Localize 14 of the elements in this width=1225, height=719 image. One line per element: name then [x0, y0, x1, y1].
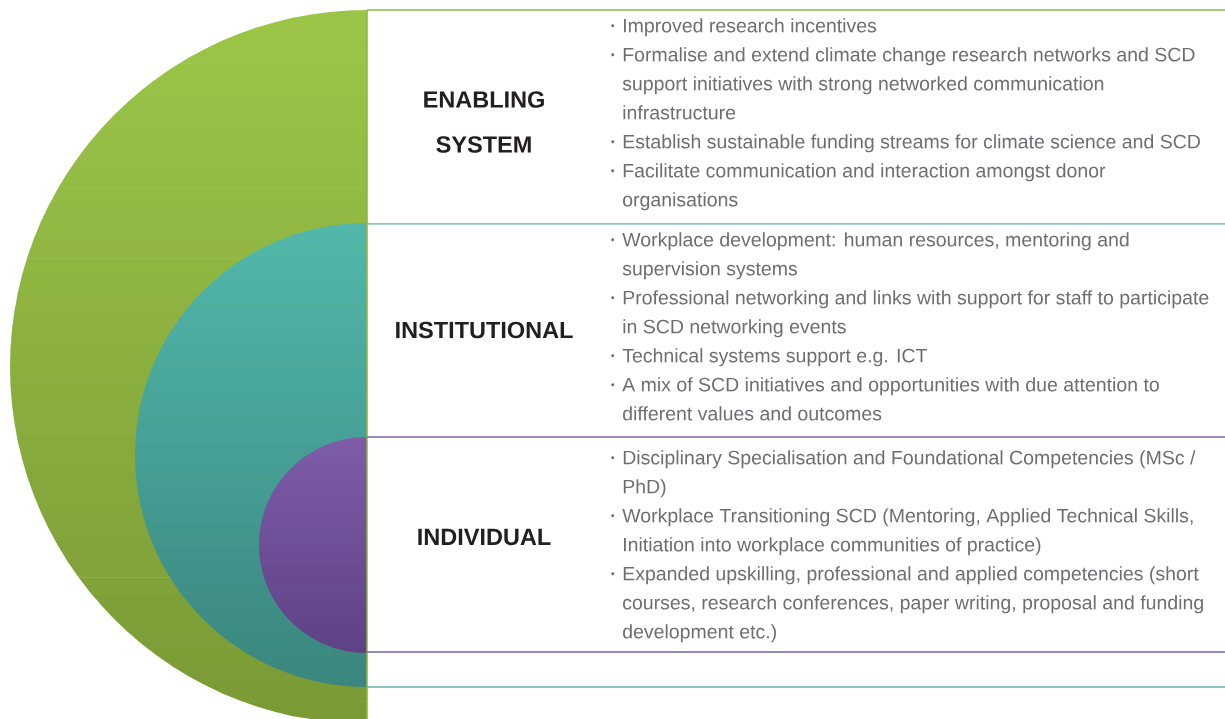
bullet-item: Establish sustainable funding streams for climate science and SCD [611, 134, 1200, 153]
bullet-item: Expanded upskilling, professional and applied competencies (short courses, research conferences, paper writing, proposal and funding development etc.) [611, 566, 1203, 643]
bullet-item: Workplace Transitioning SCD (Mentoring, Applied Technical Skills, Initiation into workplace communities of practice) [611, 508, 1193, 556]
bullet-item: Technical systems support e.g. ICT [611, 348, 927, 367]
band-heading: ENABLING SYSTEM [424, 91, 544, 153]
bullet-item: Improved research incentives [611, 18, 877, 37]
bullet-item: Facilitate communication and interaction amongst donor organisations [611, 163, 1106, 211]
band-heading: INSTITUTIONAL [396, 321, 573, 339]
bullet-item: Formalise and extend climate change research networks and SCD support initiatives with strong networked communication infrastructure [611, 47, 1195, 120]
bullet-item: Professional networking and links with support for staff to participate in SCD networking events [611, 290, 1209, 338]
band-heading: INDIVIDUAL [418, 528, 551, 546]
bullet-item: A mix of SCD initiatives and opportunities with due attention to different values and outcomes [611, 377, 1159, 421]
bullet-item: Disciplinary Specialisation and Foundational Competencies (MSc / PhD) [611, 450, 1196, 498]
bullet-item: Workplace development: human resources, mentoring and supervision systems [611, 232, 1129, 280]
